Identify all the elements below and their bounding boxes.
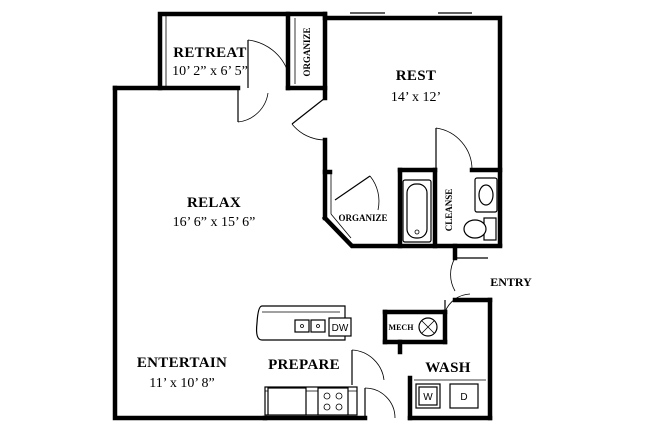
walls: [112, 11, 503, 421]
dishwasher-label: DW: [332, 323, 349, 334]
mech-label: MECH: [389, 323, 415, 332]
relax-room-dims: 16’ 6” x 15’ 6”: [173, 215, 256, 230]
washer-label: W: [423, 392, 433, 403]
entry-label: ENTRY: [490, 275, 532, 289]
dishwasher-box: [328, 317, 352, 337]
cleanse-label: CLEANSE: [444, 189, 454, 232]
retreat-room-dims: 10’ 2” x 6’ 5”: [172, 64, 248, 79]
windows: [350, 12, 472, 20]
prepare-room-name: PREPARE: [268, 357, 340, 373]
wash-room-name: WASH: [425, 360, 470, 376]
rest-room-dims: 14’ x 12’: [391, 90, 441, 105]
doors: [237, 39, 488, 419]
organize-bottom-label: ORGANIZE: [338, 213, 387, 223]
entertain-room-name: ENTERTAIN: [137, 355, 227, 371]
organize-top-label: ORGANIZE: [302, 27, 312, 76]
entertain-room-dims: 11’ x 10’ 8”: [149, 376, 214, 391]
relax-room-name: RELAX: [187, 195, 241, 211]
dryer-label: D: [460, 392, 467, 403]
fixtures: [255, 18, 498, 416]
rest-room-name: REST: [396, 68, 436, 84]
retreat-room-name: RETREAT: [173, 45, 247, 61]
